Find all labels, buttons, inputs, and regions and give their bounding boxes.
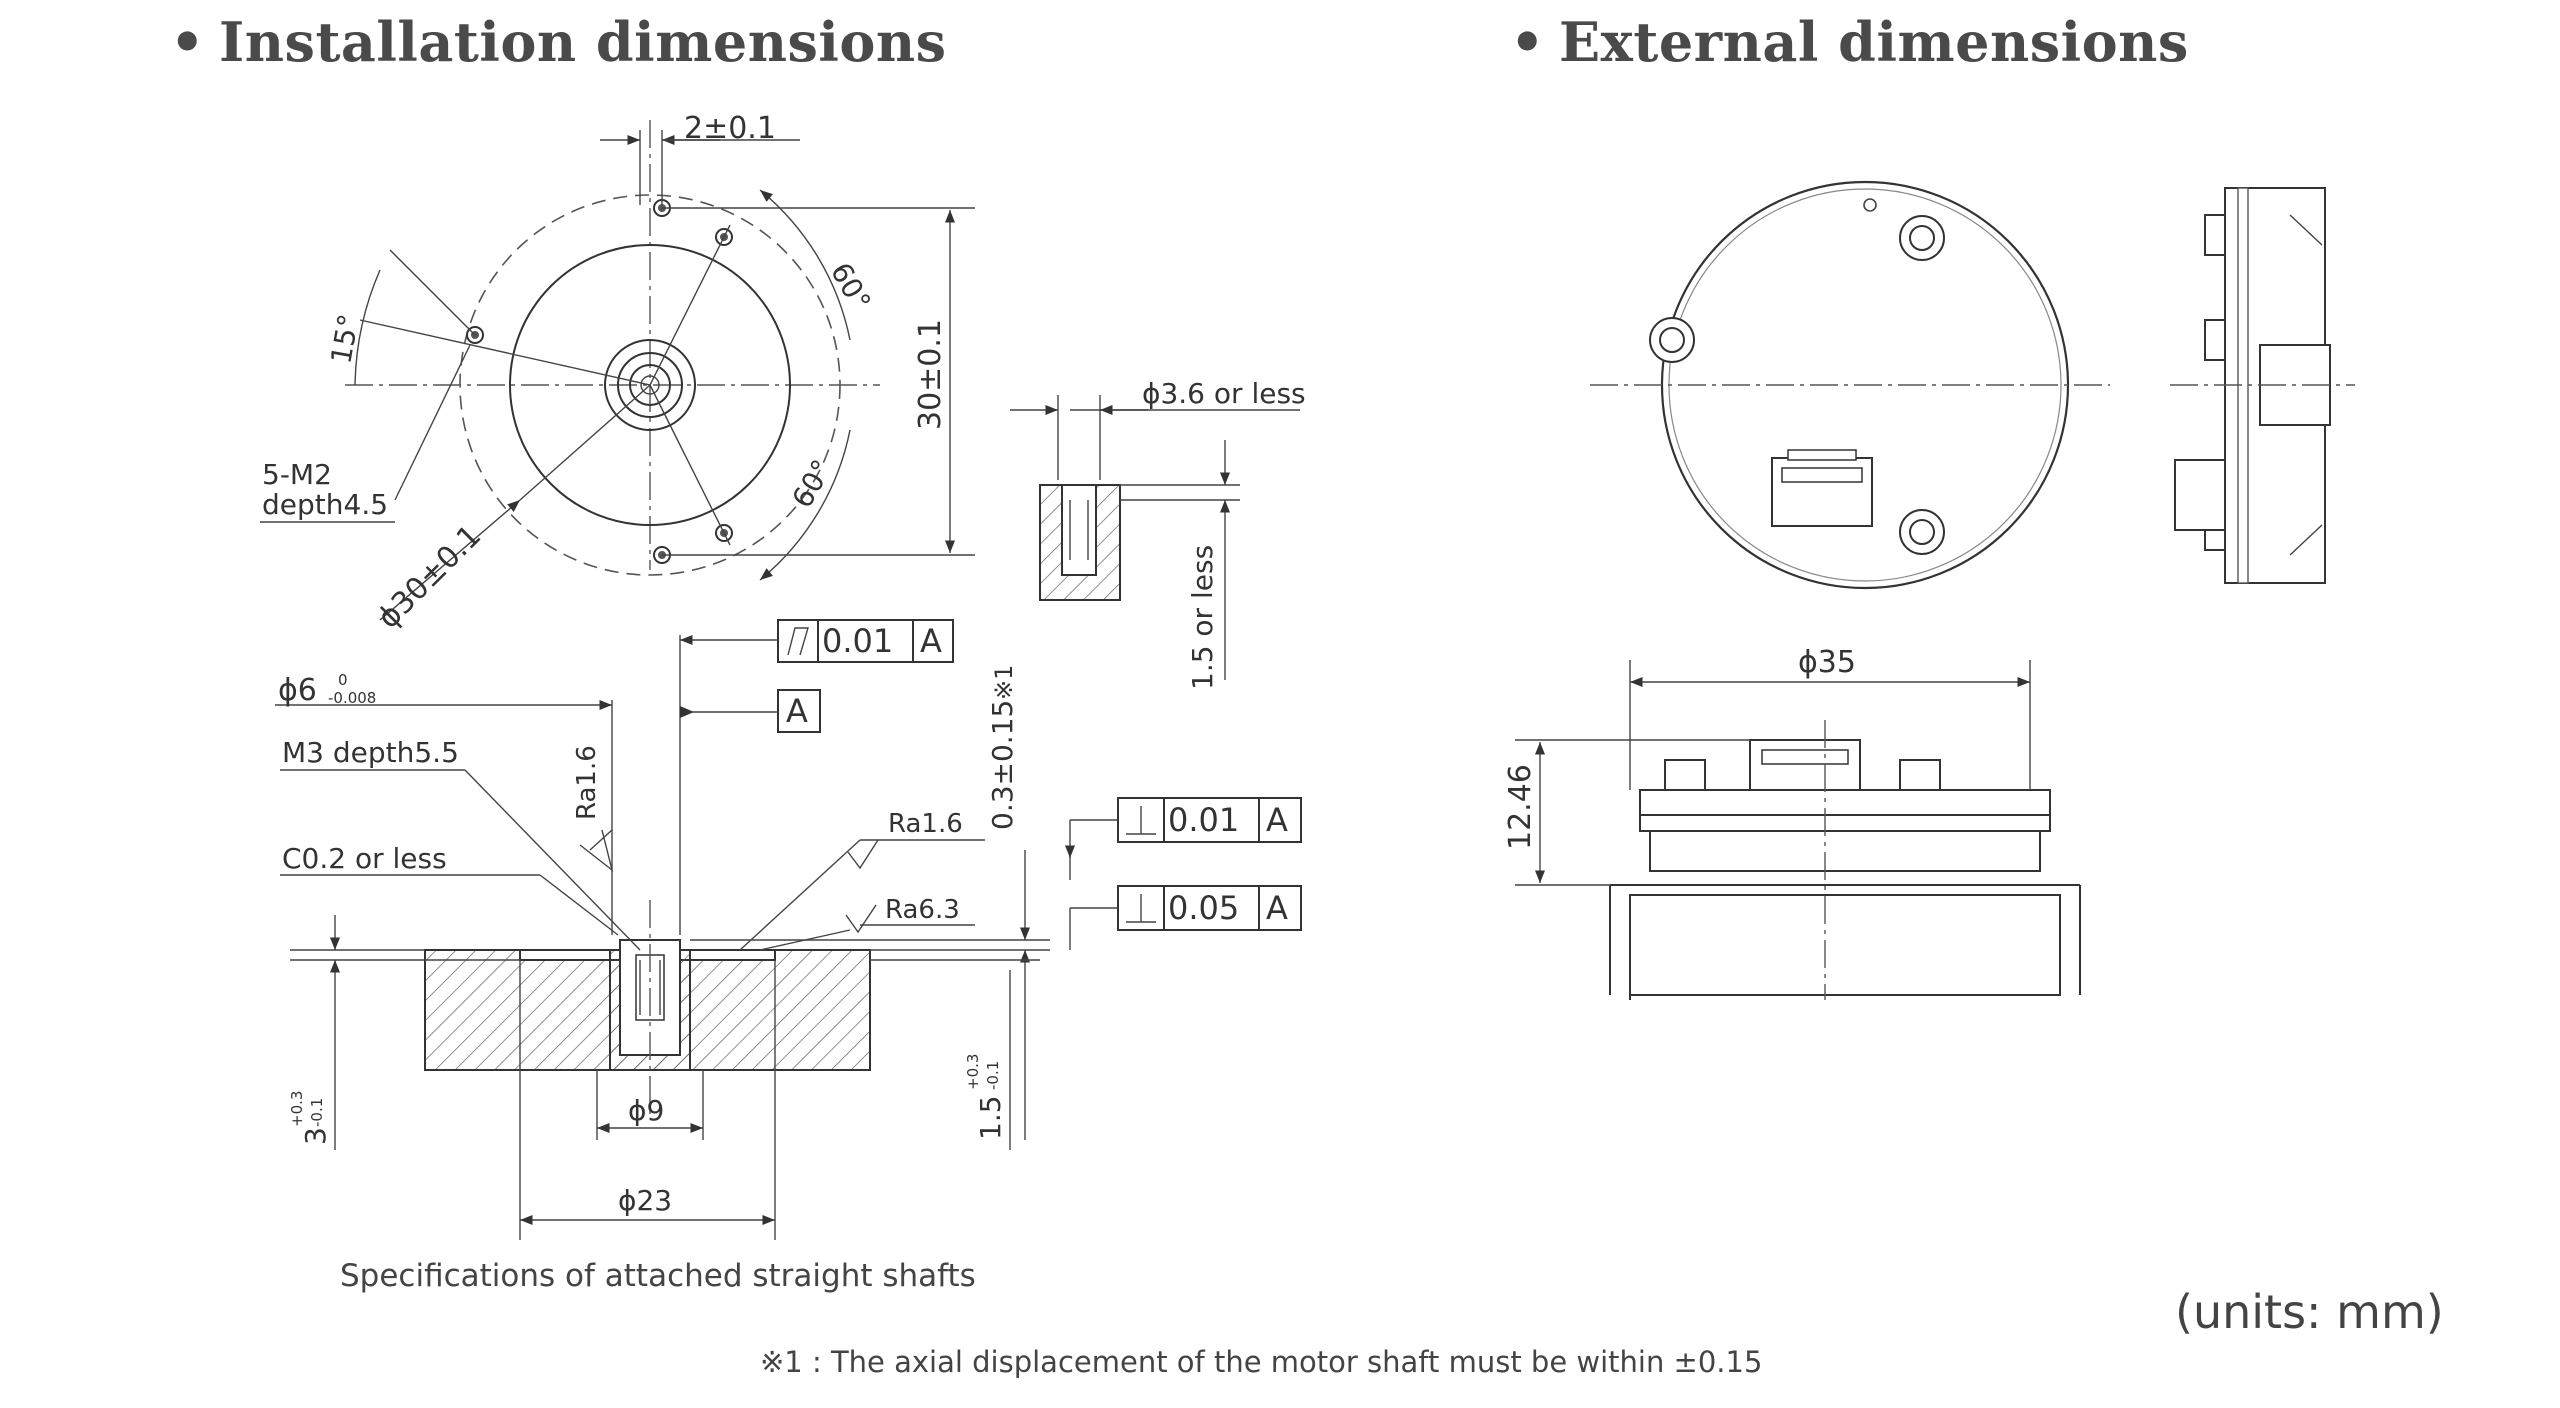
m3-label: M3 depth5.5 (282, 736, 459, 769)
connector-icon (1771, 449, 1873, 527)
tap-dia-label: ϕ3.6 or less (1142, 377, 1306, 410)
angle-60-top-label: 60° (824, 257, 877, 316)
angle-15-label: 15° (324, 312, 365, 367)
dia-9-label: ϕ9 (628, 1094, 664, 1127)
depth-right-tol-upper: +0.3 (964, 1054, 982, 1090)
tap-detail: ϕ3.6 or less 1.5 or less (1010, 377, 1306, 690)
angle-60-bottom-label: 60° (785, 454, 838, 513)
depth-left-tol-lower: -0.1 (308, 1098, 326, 1127)
dia-35-label: ϕ35 (1798, 645, 1856, 680)
tap-depth-label: 1.5 or less (1186, 545, 1219, 690)
shaft-dia-label: ϕ6 (278, 673, 317, 708)
shaft-section: ϕ6 0 -0.008 M3 depth5.5 C0.2 or less Ra1… (275, 619, 1302, 1240)
bullet: • (170, 10, 206, 74)
gap-label: 0.3±0.15 (986, 700, 1019, 830)
height-12-46-label: 12.46 (1503, 764, 1538, 850)
datum-box-label: A (786, 692, 808, 730)
chamfer-label: C0.2 or less (282, 842, 447, 875)
shaft-tol-lower: -0.008 (328, 689, 376, 707)
install-top-view: 2±0.1 30±0.1 60° 60° 15° 5-M2 depth4.5 ϕ… (260, 111, 975, 636)
external-heading: •External dimensions (1510, 10, 2189, 74)
perp2-value: 0.05 (1168, 889, 1239, 927)
depth-left-tol-upper: +0.3 (288, 1091, 306, 1127)
ra-face-label: Ra1.6 (888, 809, 963, 839)
depth-right-label: 1.5 (974, 1095, 1007, 1140)
installation-heading: •Installation dimensions (170, 10, 947, 74)
ra-face2-label: Ra6.3 (885, 895, 960, 925)
runout-datum: A (920, 622, 942, 660)
external-bottom-view: ϕ35 12.46 (1503, 645, 2081, 1000)
shaft-tol-upper: 0 (338, 671, 348, 689)
external-side-view (2170, 187, 2355, 584)
footnote: ※1 : The axial displacement of the motor… (760, 1345, 1763, 1379)
perp2-datum: A (1266, 889, 1288, 927)
perp1-datum: A (1266, 801, 1288, 839)
external-title: External dimensions (1559, 10, 2189, 74)
dia-30-label: ϕ30±0.1 (371, 518, 488, 635)
units-label: (units: mm) (2175, 1285, 2444, 1339)
slot-width-label: 2±0.1 (684, 111, 776, 146)
depth-right-tol-lower: -0.1 (984, 1061, 1002, 1090)
tap-label-2: depth4.5 (262, 488, 388, 521)
dia-23-label: ϕ23 (618, 1184, 672, 1217)
installation-title: Installation dimensions (219, 10, 947, 74)
gap-note: ※1 (990, 665, 1018, 700)
external-front-view (1590, 180, 2110, 590)
perp1-value: 0.01 (1168, 801, 1239, 839)
bullet: • (1510, 10, 1546, 74)
runout-value: 0.01 (822, 622, 893, 660)
shaft-spec-caption: Specifications of attached straight shaf… (340, 1258, 976, 1294)
ra-shaft-label: Ra1.6 (572, 745, 602, 820)
tap-label-1: 5-M2 (262, 458, 332, 491)
depth-left-label: 3 (299, 1127, 332, 1145)
height-30-label: 30±0.1 (913, 319, 948, 430)
